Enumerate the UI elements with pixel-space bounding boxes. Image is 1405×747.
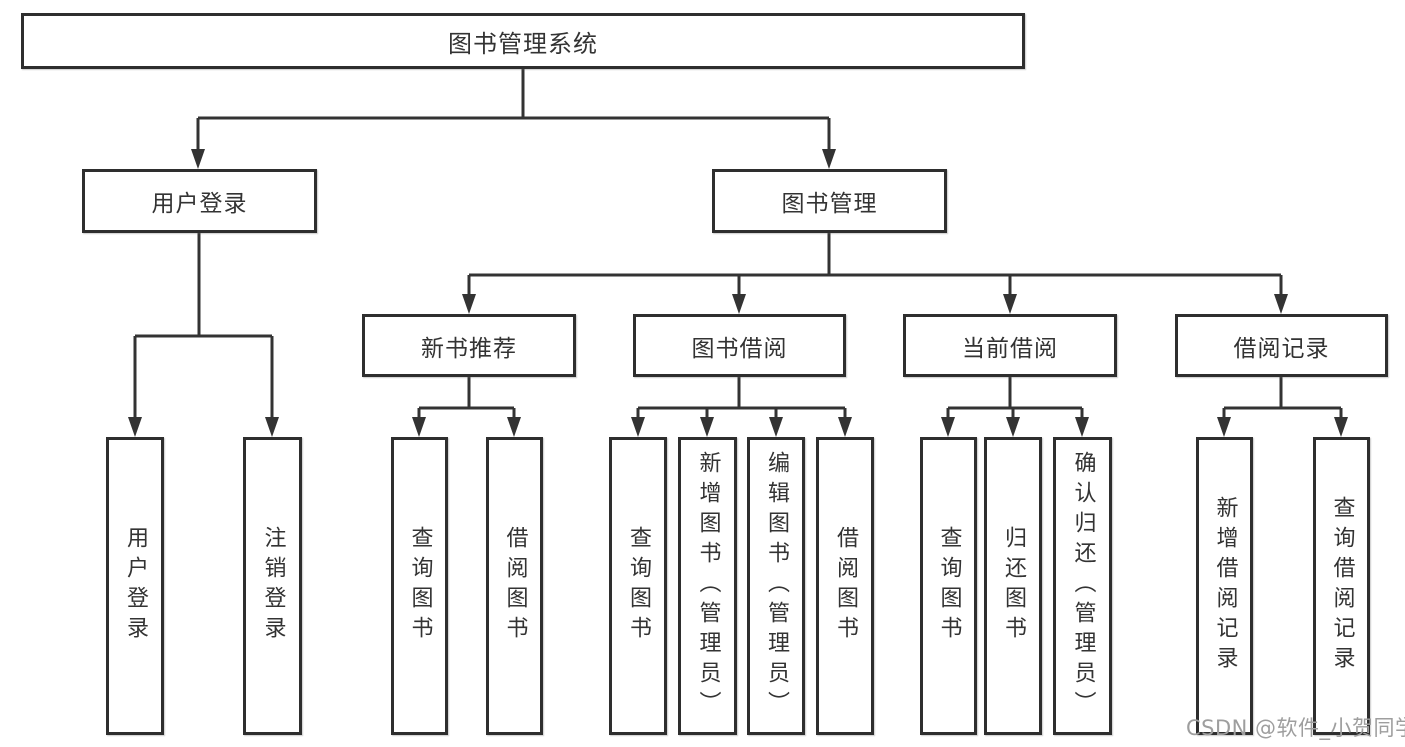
leaf-borrow-books: 借阅图书 [816, 437, 874, 735]
node-label: 图书借阅 [691, 335, 788, 362]
leaf-add-book-admin: 新增图书（管理员） [678, 437, 737, 735]
node-current-borrowing: 当前借阅 [903, 314, 1117, 377]
node-label: 确认归还（管理员） [1070, 451, 1096, 721]
node-library-management-system: 图书管理系统 [21, 13, 1025, 69]
csdn-watermark: CSDN @软件_小贺同学 [1186, 716, 1405, 740]
node-label: 借阅图书 [833, 526, 858, 646]
node-label: 查询图书 [936, 526, 962, 646]
node-label: 用户登录 [151, 191, 248, 217]
node-label: 新增图书（管理员） [695, 451, 721, 721]
node-label: 当前借阅 [962, 335, 1058, 362]
node-label: 查询图书 [626, 526, 651, 646]
leaf-user-login: 用户登录 [106, 437, 164, 735]
leaf-edit-book-admin: 编辑图书（管理员） [747, 437, 805, 735]
node-label: 注销登录 [260, 526, 286, 646]
node-label: 图书管理系统 [448, 29, 598, 58]
node-label: 查询借阅记录 [1329, 496, 1355, 676]
leaf-query-books-recommend: 查询图书 [391, 437, 448, 735]
leaf-query-books-current: 查询图书 [920, 437, 977, 735]
node-book-borrowing: 图书借阅 [633, 314, 846, 377]
node-label: 编辑图书（管理员） [764, 451, 789, 721]
node-label: 新书推荐 [421, 335, 517, 362]
node-book-management: 图书管理 [712, 169, 947, 233]
node-new-book-recommend: 新书推荐 [362, 314, 576, 377]
node-borrowing-records: 借阅记录 [1175, 314, 1388, 377]
leaf-logout: 注销登录 [243, 437, 302, 735]
node-label: 新增借阅记录 [1212, 496, 1238, 676]
leaf-query-borrow-record: 查询借阅记录 [1313, 437, 1370, 735]
node-label: 用户登录 [123, 526, 148, 646]
node-label: 查询图书 [407, 526, 433, 646]
leaf-query-books-borrowing: 查询图书 [609, 437, 667, 735]
node-label: 借阅记录 [1233, 335, 1330, 362]
node-label: 归还图书 [1001, 526, 1026, 646]
leaf-add-borrow-record: 新增借阅记录 [1196, 437, 1253, 735]
node-user-login: 用户登录 [82, 169, 317, 233]
node-label: 图书管理 [781, 191, 878, 217]
node-label: 借阅图书 [502, 526, 528, 646]
leaf-confirm-return-admin: 确认归还（管理员） [1053, 437, 1112, 735]
leaf-borrow-books-recommend: 借阅图书 [486, 437, 543, 735]
leaf-return-book: 归还图书 [984, 437, 1042, 735]
